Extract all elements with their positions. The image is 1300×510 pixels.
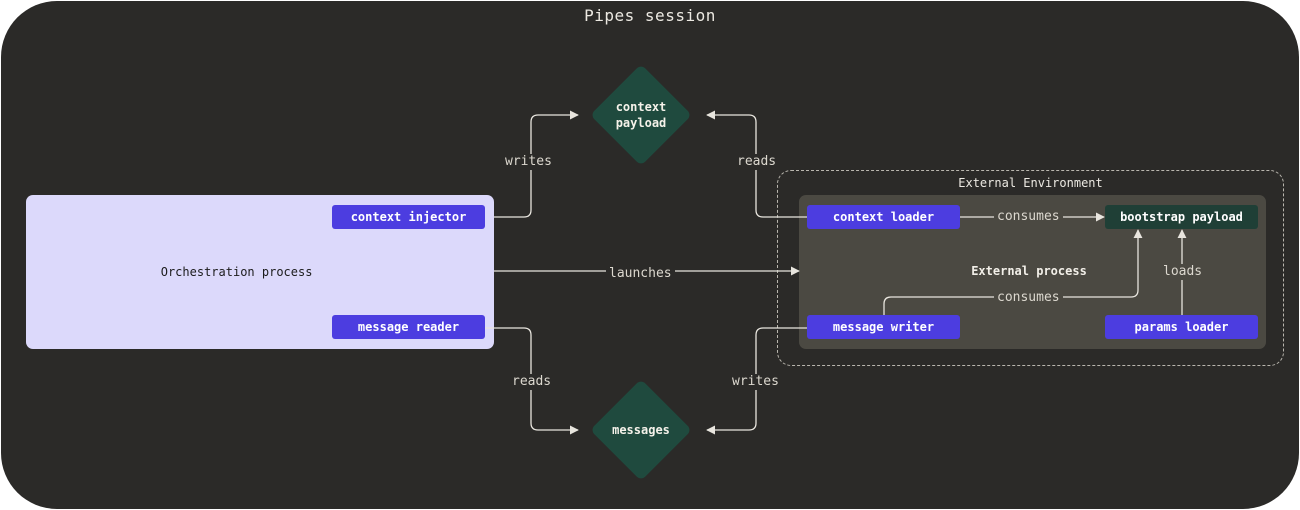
- context-payload-label-line2: payload: [615, 116, 667, 130]
- edge-label-consumes-top: consumes: [994, 209, 1063, 225]
- params-loader-node: params loader: [1105, 315, 1258, 339]
- edge-label-reads-top: reads: [734, 154, 780, 170]
- external-environment-boundary: [777, 170, 1284, 366]
- context-loader-node: context loader: [807, 205, 960, 229]
- edge-label-writes-top: writes: [502, 154, 555, 170]
- edge-label-reads-bottom: reads: [509, 374, 555, 390]
- external-process-label: External process: [971, 264, 1087, 278]
- edge-label-loads: loads: [1160, 264, 1206, 280]
- context-payload-label: context payload: [580, 54, 702, 176]
- bootstrap-payload-node: bootstrap payload: [1105, 205, 1258, 229]
- edge-label-writes-bottom: writes: [729, 374, 782, 390]
- orchestration-process-label: Orchestration process: [160, 265, 313, 279]
- message-writer-node: message writer: [807, 315, 960, 339]
- context-payload-label-line1: context: [615, 100, 667, 114]
- messages-node: messages: [580, 369, 702, 491]
- context-payload-node: context payload: [580, 54, 702, 176]
- session-title: Pipes session: [584, 6, 716, 25]
- message-reader-node: message reader: [332, 315, 485, 339]
- external-environment-label: External Environment: [958, 176, 1103, 190]
- edge-label-consumes-bottom: consumes: [994, 290, 1063, 306]
- edge-label-launches: launches: [606, 266, 675, 282]
- context-injector-node: context injector: [332, 205, 485, 229]
- messages-label: messages: [612, 423, 670, 437]
